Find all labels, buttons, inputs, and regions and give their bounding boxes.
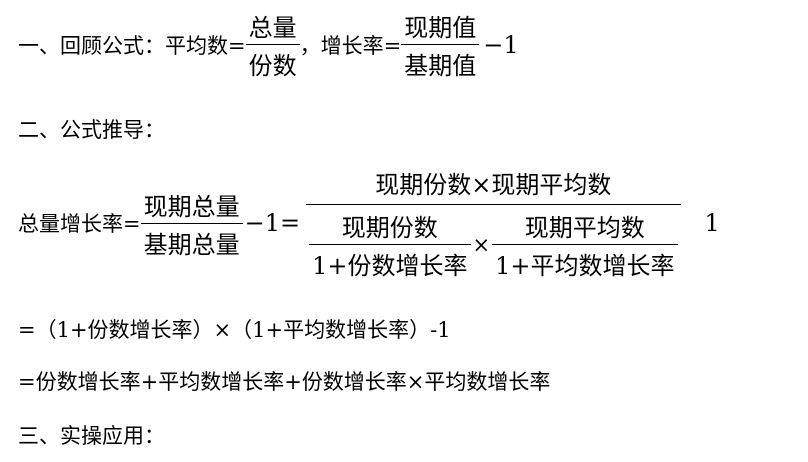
minus-one: −1 [483,30,519,59]
average-fraction: 总量 份数 [245,8,300,81]
fraction-bar [309,244,471,245]
fraction-bar [245,44,300,45]
expanded-fraction: 现期份数×现期平均数 现期份数 1+份数增长率 × 现期平均数 1+平均数增长率 [306,165,681,281]
trailing-one: 1 [704,209,720,237]
expanded-numerator: 现期份数×现期平均数 [375,171,612,199]
fraction-bar [306,204,681,205]
derivation-formula: 总量增长率= 现期总量 基期总量 −1= 现期份数×现期平均数 现期份数 1+份… [18,165,720,281]
fraction-bar [401,44,480,45]
growth-rate-denominator: 基期值 [404,52,477,80]
section1-separator: ，增长率= [299,33,402,58]
total-ratio-fraction: 现期总量 基期总量 [140,187,243,260]
section3-label: 三、实操应用： [18,424,165,448]
fraction-bar [492,244,678,245]
derivation-heading: 二、公式推导： [18,114,165,144]
step2-text: =份数增长率+平均数增长率+份数增长率×平均数增长率 [18,370,551,394]
growth-rate-fraction: 现期值 基期值 [401,8,480,81]
current-total: 现期总量 [143,192,240,221]
fraction-bar [140,222,243,224]
growth-rate-numerator: 现期值 [404,14,477,42]
total-growth-rate-label: 总量增长率= [18,212,141,236]
expanded-denominator: 现期份数 1+份数增长率 × 现期平均数 1+平均数增长率 [306,205,680,281]
review-formulas-line: 一、回顾公式：平均数= 总量 份数 ，增长率= 现期值 基期值 −1 [18,8,519,81]
average-growth-denominator: 1+平均数增长率 [495,252,675,280]
average-denominator: 份数 [248,52,297,80]
application-heading: 三、实操应用： [18,420,165,450]
minus-equals: −1= [244,209,301,237]
count-growth-denominator: 1+份数增长率 [312,252,468,280]
step1-text: =（1+份数增长率）×（1+平均数增长率）-1 [18,318,451,342]
base-total: 基期总量 [143,230,240,259]
current-average: 现期平均数 [524,214,645,242]
times-sign: × [472,232,491,257]
average-numerator: 总量 [248,14,297,42]
section1-label: 一、回顾公式：平均数= [18,33,246,58]
current-count: 现期份数 [341,214,438,242]
inner-fraction-count: 现期份数 1+份数增长率 [309,208,471,281]
derivation-step-2: =份数增长率+平均数增长率+份数增长率×平均数增长率 [18,366,550,396]
section2-label: 二、公式推导： [18,118,165,142]
inner-fraction-average: 现期平均数 1+平均数增长率 [492,208,678,281]
derivation-step-1: =（1+份数增长率）×（1+平均数增长率）-1 [18,314,451,344]
